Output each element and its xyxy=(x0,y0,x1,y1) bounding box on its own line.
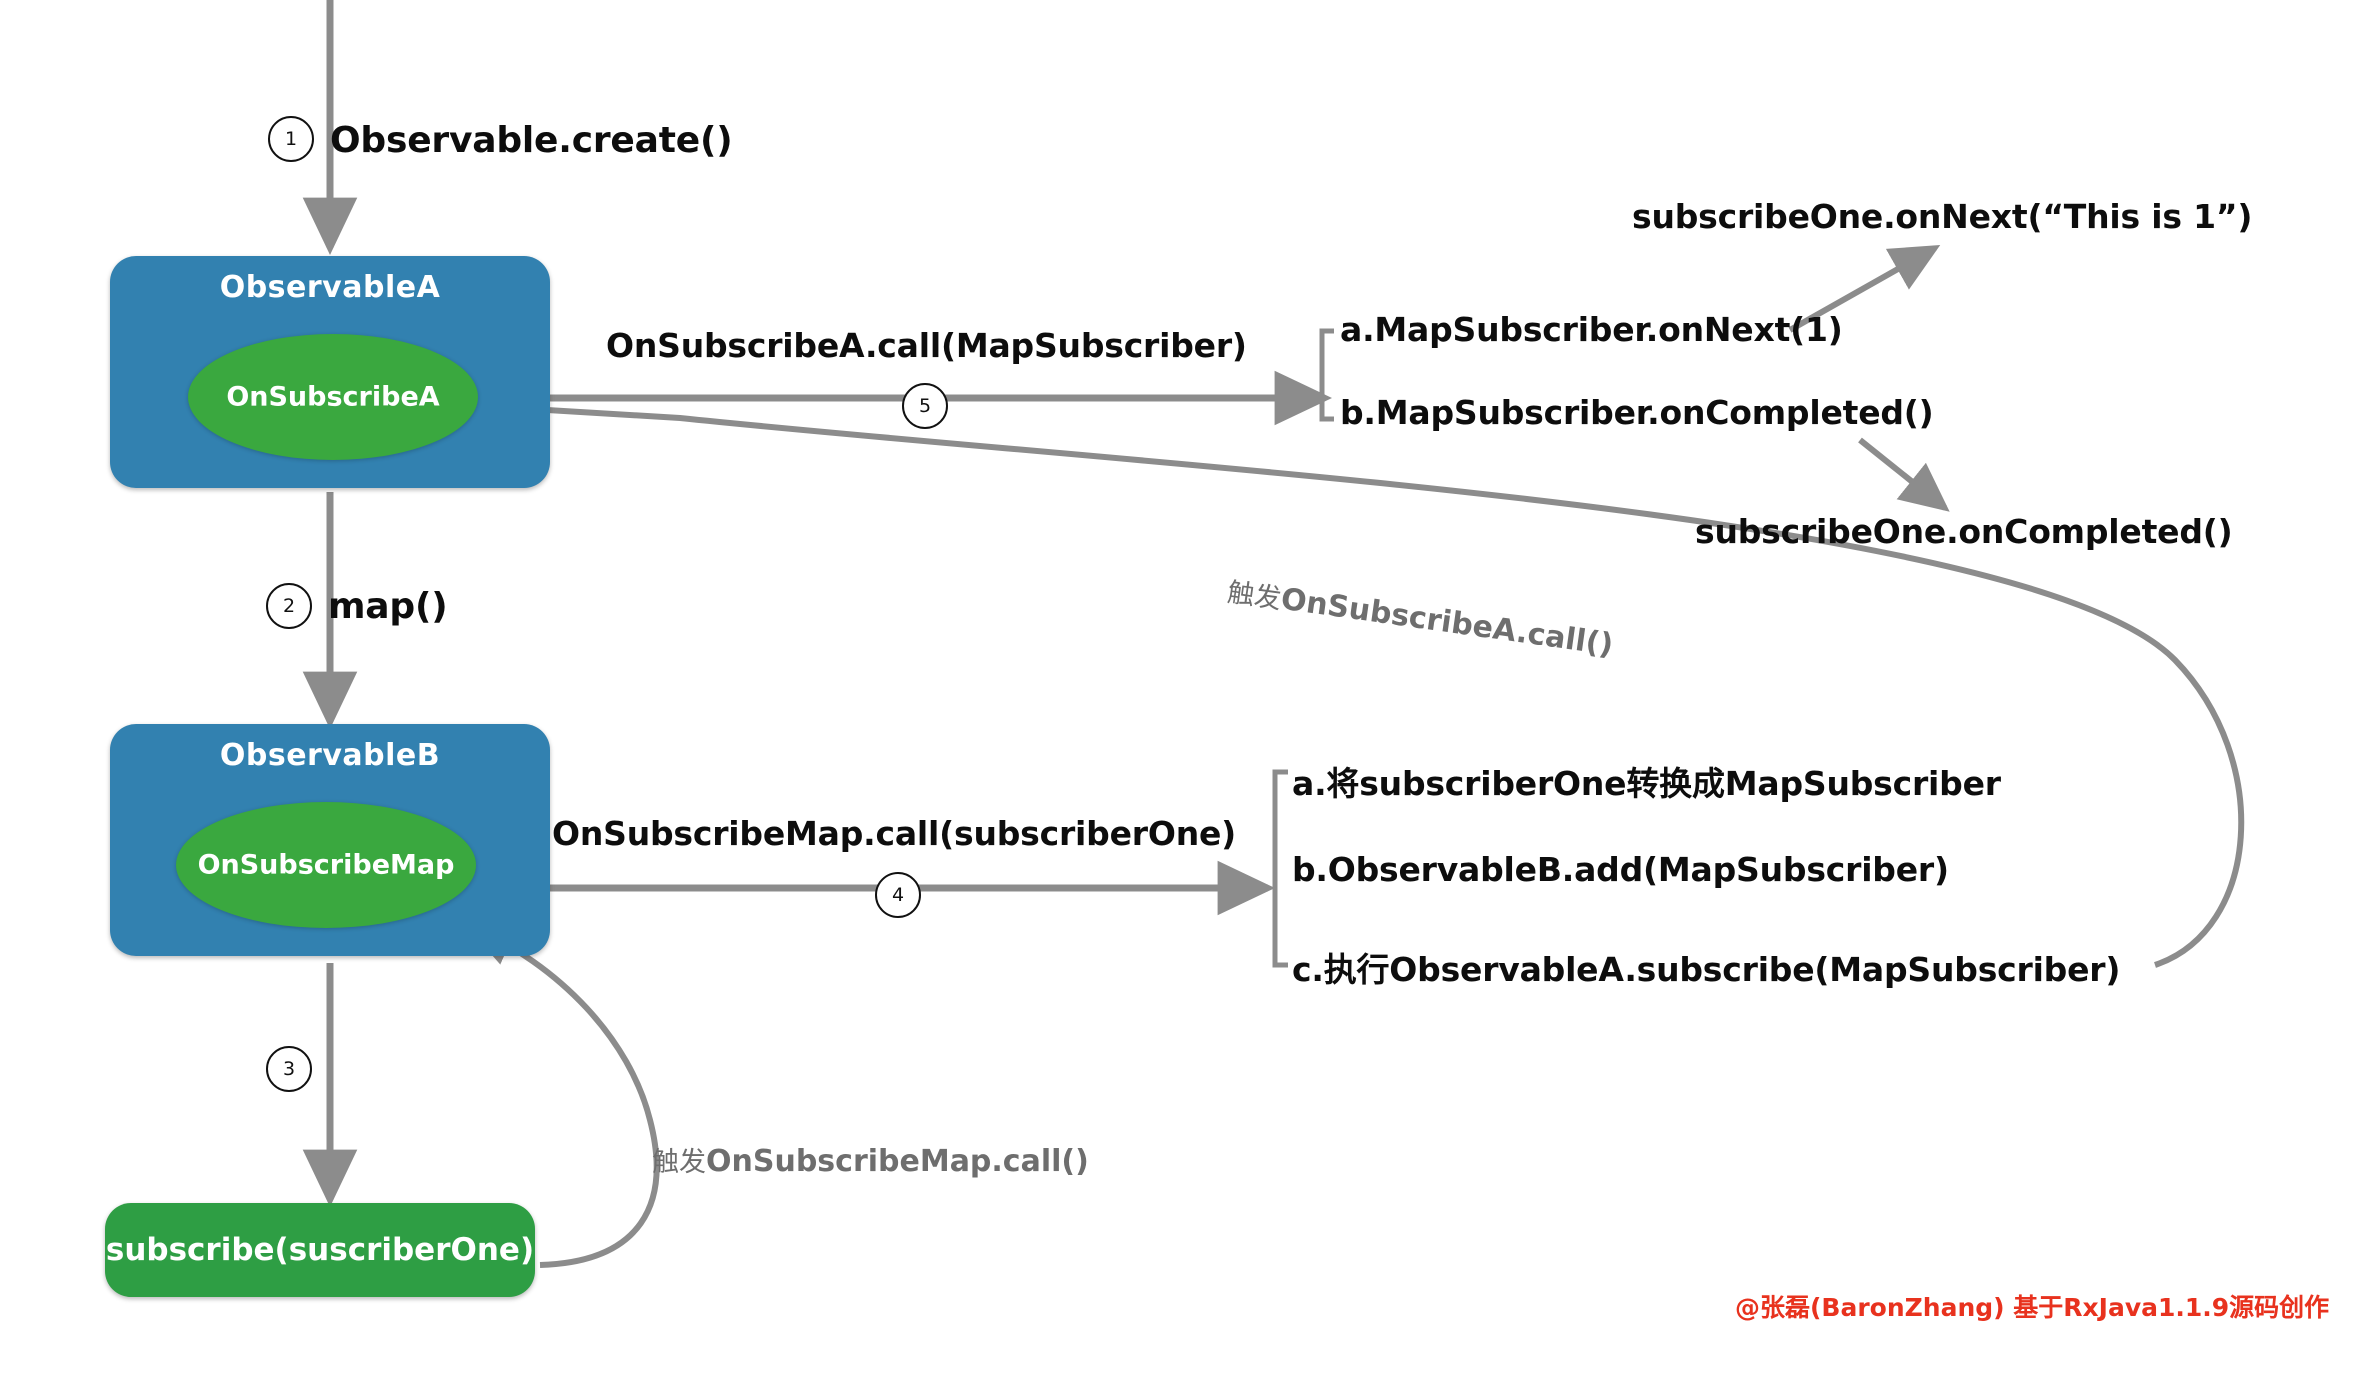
label-map: map() xyxy=(328,586,448,627)
caption-trigger-a-en: OnSubscribeA.call() xyxy=(1278,581,1616,663)
step-circle-4: 4 xyxy=(875,872,921,918)
node-observable-b[interactable]: ObservableB OnSubscribeMap xyxy=(110,724,550,956)
caption-trigger-onsubscribe-map: 触发OnSubscribeMap.call() xyxy=(652,1140,1089,1179)
label-step5-detail-b: b.MapSubscriber.onCompleted() xyxy=(1340,393,1934,432)
label-onsubscribe-map-call: OnSubscribeMap.call(subscriberOne) xyxy=(552,814,1237,853)
caption-trigger-onsubscribe-a: 触发OnSubscribeA.call() xyxy=(1225,570,1616,663)
label-subscribeone-onnext: subscribeOne.onNext(“This is 1”) xyxy=(1632,197,2253,236)
step-circle-5: 5 xyxy=(902,383,948,429)
ellipse-onsubscribe-a-label: OnSubscribeA xyxy=(226,381,440,413)
step-circle-3-number: 3 xyxy=(282,1058,296,1080)
label-step4-detail-a: a.将subscriberOne转换成MapSubscriber xyxy=(1292,764,2001,803)
label-step4-detail-b: b.ObservableB.add(MapSubscriber) xyxy=(1292,850,1949,889)
label-subscribeone-oncompleted: subscribeOne.onCompleted() xyxy=(1695,512,2233,551)
step-circle-1-number: 1 xyxy=(284,128,298,150)
node-observable-b-title: ObservableB xyxy=(219,738,441,773)
node-observable-a[interactable]: ObservableA OnSubscribeA xyxy=(110,256,550,488)
node-observable-a-title: ObservableA xyxy=(219,270,441,305)
ellipse-onsubscribe-map[interactable]: OnSubscribeMap xyxy=(176,802,476,928)
node-subscribe[interactable]: subscribe(suscriberOne) xyxy=(105,1203,535,1297)
ellipse-onsubscribe-a[interactable]: OnSubscribeA xyxy=(188,334,478,460)
step-circle-4-number: 4 xyxy=(891,884,905,906)
node-subscribe-label: subscribe(suscriberOne) xyxy=(105,1232,535,1268)
step-circle-5-number: 5 xyxy=(918,395,932,417)
bracket-step4 xyxy=(1272,769,1288,968)
label-observable-create: Observable.create() xyxy=(330,120,733,161)
step-circle-2: 2 xyxy=(266,583,312,629)
label-step4-detail-c: c.执行ObservableA.subscribe(MapSubscriber) xyxy=(1292,950,2121,989)
step-circle-1: 1 xyxy=(268,116,314,162)
step-circle-3: 3 xyxy=(266,1046,312,1092)
label-step5-detail-a: a.MapSubscriber.onNext(1) xyxy=(1340,310,1843,349)
caption-trigger-map-cn: 触发 xyxy=(652,1147,706,1178)
bracket-step5 xyxy=(1319,328,1334,422)
step-circle-2-number: 2 xyxy=(282,595,296,617)
label-onsubscribe-a-call: OnSubscribeA.call(MapSubscriber) xyxy=(606,326,1247,365)
caption-trigger-map-en: OnSubscribeMap.call() xyxy=(706,1144,1089,1179)
arrow-oncompleted-result xyxy=(1858,437,1950,512)
author-signature: @张磊(BaronZhang) 基于RxJava1.1.9源码创作 xyxy=(1735,1293,2330,1322)
ellipse-onsubscribe-map-label: OnSubscribeMap xyxy=(197,849,455,881)
caption-trigger-a-cn: 触发 xyxy=(1225,577,1284,616)
